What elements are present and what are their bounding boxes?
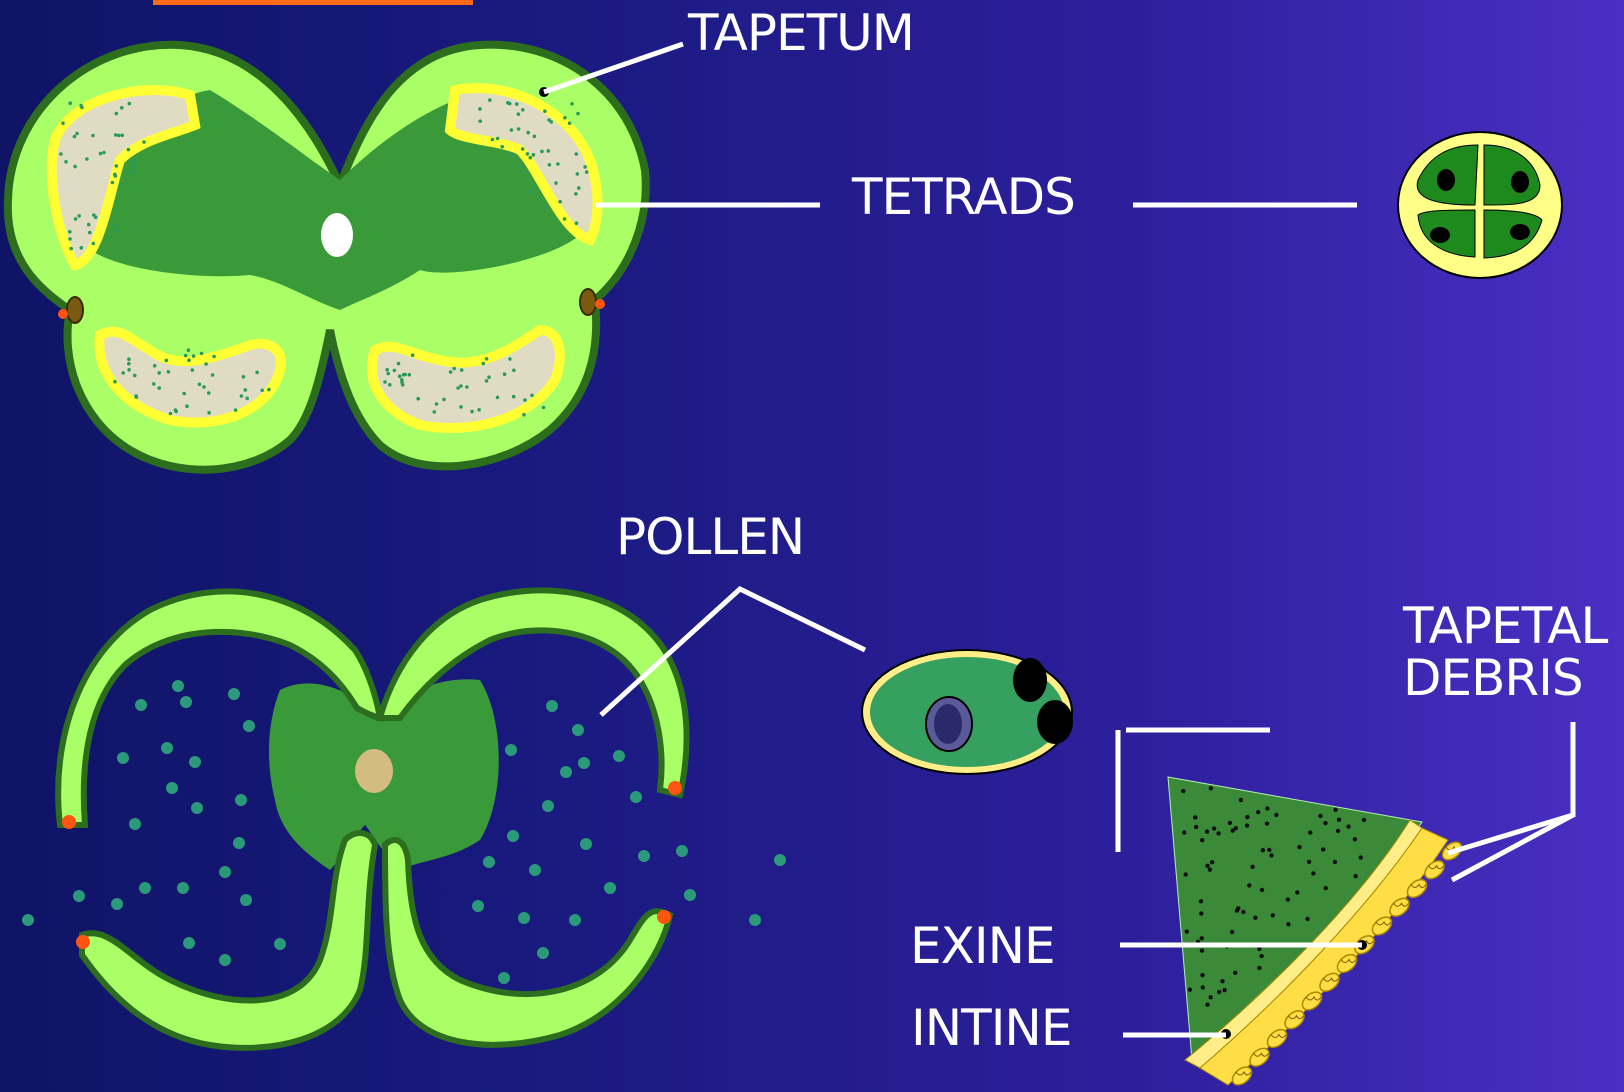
label-tetrads: TETRADS [852, 172, 1075, 222]
tetrad [1398, 132, 1562, 278]
mature-vascular-bundle [355, 749, 393, 793]
stomium-left [67, 297, 83, 323]
young-anther [8, 45, 646, 470]
stomium-dot-lr [657, 910, 671, 924]
label-tapetal-line1: TAPETAL [1403, 600, 1607, 652]
label-intine: INTINE [911, 1003, 1071, 1053]
label-tapetal-debris: TAPETAL DEBRIS [1403, 600, 1607, 704]
stomium-dot-ul [62, 815, 76, 829]
label-pollen: POLLEN [616, 512, 804, 562]
pollen-wall-section [1168, 777, 1465, 1088]
label-exine: EXINE [910, 921, 1055, 971]
stomium-left-dot [58, 309, 68, 319]
stomium-dot-ur [668, 781, 682, 795]
wall-arm-lower-right [385, 840, 670, 1045]
label-tapetal-line2: DEBRIS [1403, 652, 1607, 704]
mature-anther [22, 590, 786, 1048]
stomium-dot-ll [76, 935, 90, 949]
stomium-right-dot [595, 299, 605, 309]
label-tapetum: TAPETUM [688, 8, 914, 58]
title-bar [153, 0, 473, 5]
stomium-right [580, 289, 596, 315]
vascular-bundle [321, 213, 353, 257]
pollen-grain [862, 650, 1073, 774]
